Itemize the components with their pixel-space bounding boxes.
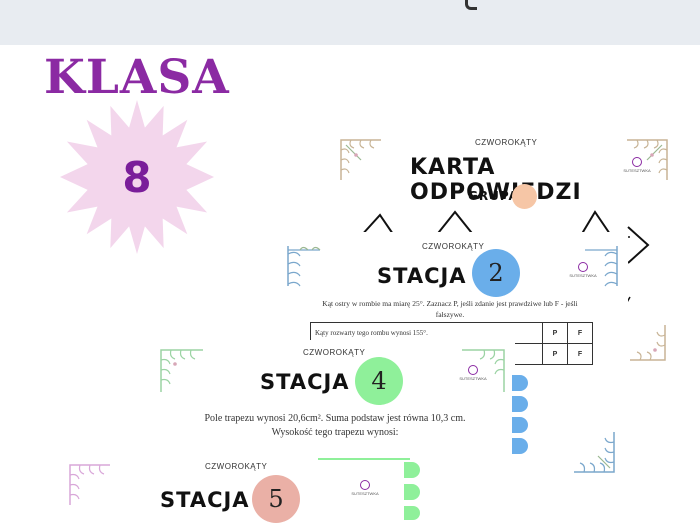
answer-card-title: KARTA ODPOWIEDZI bbox=[410, 155, 582, 205]
corner-ornament-icon bbox=[627, 139, 668, 180]
corner-ornament-icon bbox=[340, 139, 381, 180]
tab-marker bbox=[404, 484, 420, 500]
category-label: CZWOROKĄTY bbox=[205, 462, 268, 471]
starburst-badge bbox=[59, 99, 215, 255]
page-heading: KLASA bbox=[44, 50, 230, 105]
tab-marker bbox=[404, 462, 420, 478]
grade-number: 8 bbox=[122, 152, 152, 202]
corner-ornament-icon bbox=[287, 246, 321, 287]
station-4-card: CZWOROKĄTY STACJA 4 SUTESZTWKA Pole trap… bbox=[155, 340, 515, 450]
tab-marker bbox=[512, 396, 528, 412]
category-label: CZWOROKĄTY bbox=[303, 348, 366, 357]
tab-marker bbox=[512, 438, 528, 454]
corner-ornament-icon bbox=[585, 246, 618, 287]
corner-ornament-icon bbox=[630, 325, 666, 361]
station-5-number-badge: 5 bbox=[252, 475, 300, 523]
station-4-problem: Pole trapezu wynosi 20,6cm². Suma podsta… bbox=[204, 413, 466, 438]
station-5-card: CZWOROKĄTY STACJA 5 SUTESZTWKA bbox=[60, 455, 410, 523]
corner-ornament-icon bbox=[160, 349, 203, 392]
banner-letter-fragment bbox=[465, 0, 477, 10]
true-option[interactable]: P bbox=[542, 343, 568, 365]
tab-marker bbox=[512, 375, 528, 391]
top-banner bbox=[0, 0, 700, 45]
station-2-title: STACJA bbox=[377, 264, 467, 288]
corner-ornament-icon bbox=[462, 349, 505, 392]
corner-ornament-icon bbox=[574, 432, 615, 473]
station-4-title: STACJA bbox=[260, 370, 350, 394]
category-label: CZWOROKĄTY bbox=[475, 138, 538, 147]
group-color-dot bbox=[512, 184, 537, 209]
logo: SUTESZTWKA bbox=[622, 157, 652, 173]
station-2-number-badge: 2 bbox=[472, 249, 520, 297]
false-option[interactable]: F bbox=[567, 322, 593, 344]
category-label: CZWOROKĄTY bbox=[422, 242, 485, 251]
logo: SUTESZTWKA bbox=[568, 262, 598, 278]
false-option[interactable]: F bbox=[567, 343, 593, 365]
logo: SUTESZTWKA bbox=[458, 365, 488, 381]
true-option[interactable]: P bbox=[542, 322, 568, 344]
station-5-title: STACJA bbox=[160, 488, 250, 512]
tab-marker bbox=[512, 417, 528, 433]
card-edge-divider bbox=[318, 458, 410, 460]
station-2-prompt: Kąt ostry w rombie ma miarę 25°. Zaznacz… bbox=[322, 299, 578, 319]
logo: SUTESZTWKA bbox=[350, 480, 380, 496]
tab-marker bbox=[404, 506, 420, 520]
group-label: GRUPA bbox=[468, 189, 519, 203]
corner-ornament-icon bbox=[69, 464, 110, 505]
station-4-number-badge: 4 bbox=[355, 357, 403, 405]
